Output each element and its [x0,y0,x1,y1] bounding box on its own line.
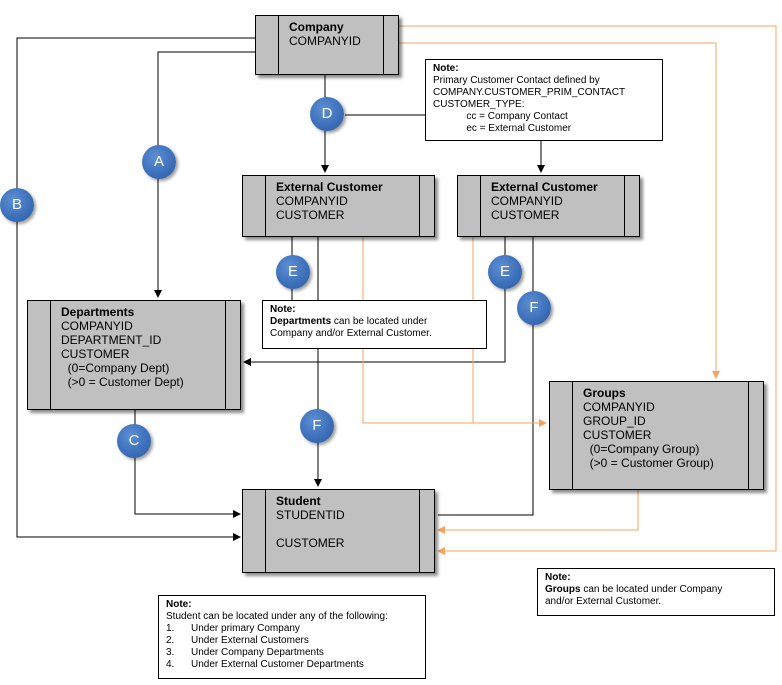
note-line: Primary Customer Contact defined by [433,75,600,86]
badge-c: C [117,424,151,458]
departments-field: (0=Company Dept) [61,361,170,375]
note-line: Student can be located under any of the … [166,611,388,622]
departments-field: CUSTOMER [61,347,130,361]
student-field: CUSTOMER [276,536,345,550]
note-title: Note: [545,572,571,583]
departments-field: (>0 = Customer Dept) [61,375,184,389]
departments-title: Departments [61,305,135,319]
groups-field: (0=Company Group) [583,442,700,456]
note-line: 2. Under External Customers [166,635,309,646]
student-entity: Student STUDENTID CUSTOMER [242,489,435,573]
groups-field: GROUP_ID [583,414,646,428]
groups-field: CUSTOMER [583,428,652,442]
note-line: COMPANY.CUSTOMER_PRIM_CONTACT [433,87,626,98]
departments-note: Note: Departments can be located under C… [262,300,487,349]
ext-customer-2-field: CUSTOMER [491,208,560,222]
ext-customer-1-title: External Customer [276,180,383,194]
note-line: 3. Under Company Departments [166,647,324,658]
badge-b: B [0,188,34,222]
note-text: can be located under Company [580,584,723,595]
external-customer-entity-1: External Customer COMPANYID CUSTOMER [242,175,435,237]
student-title: Student [276,494,321,508]
ext-customer-2-title: External Customer [491,180,598,194]
departments-field: COMPANYID [61,319,133,333]
groups-field: COMPANYID [583,400,655,414]
ext-customer-1-field: COMPANYID [276,194,348,208]
departments-entity: Departments COMPANYID DEPARTMENT_ID CUST… [27,300,241,410]
groups-entity: Groups COMPANYID GROUP_ID CUSTOMER (0=Co… [549,381,764,490]
badge-f-2: F [300,409,334,443]
badge-e-2: E [488,255,522,289]
company-title: Company [289,20,344,34]
note-bold-word: Departments [270,316,332,327]
note-text: can be located under [331,316,428,327]
groups-title: Groups [583,386,626,400]
primary-contact-note: Note: Primary Customer Contact defined b… [425,59,663,141]
note-title: Note: [270,304,296,315]
badge-f-1: F [517,291,551,325]
note-title: Note: [433,63,459,74]
ext-customer-1-field: CUSTOMER [276,208,345,222]
badge-d: D [310,97,344,131]
external-customer-entity-2: External Customer COMPANYID CUSTOMER [457,175,640,237]
note-line: 4. Under External Customer Departments [166,659,364,670]
groups-note: Note: Groups can be located under Compan… [537,568,775,616]
badge-a: A [142,145,176,179]
note-line: Company and/or External Customer. [270,328,432,339]
note-line: cc = Company Contact [433,111,568,122]
ext-customer-2-field: COMPANYID [491,194,563,208]
badge-e-1: E [276,255,310,289]
note-line: CUSTOMER_TYPE: [433,99,525,110]
departments-field: DEPARTMENT_ID [61,333,162,347]
note-line: 1. Under primary Company [166,623,300,634]
note-title: Note: [166,599,192,610]
company-entity: Company COMPANYID [255,15,399,75]
note-line: and/or External Customer. [545,596,662,607]
groups-field: (>0 = Customer Group) [583,456,714,470]
student-field [276,522,345,536]
company-field: COMPANYID [289,34,361,48]
student-note: Note: Student can be located under any o… [158,595,426,679]
student-field: STUDENTID [276,508,345,522]
note-line: ec = External Customer [433,123,572,134]
note-bold-word: Groups [545,584,581,595]
